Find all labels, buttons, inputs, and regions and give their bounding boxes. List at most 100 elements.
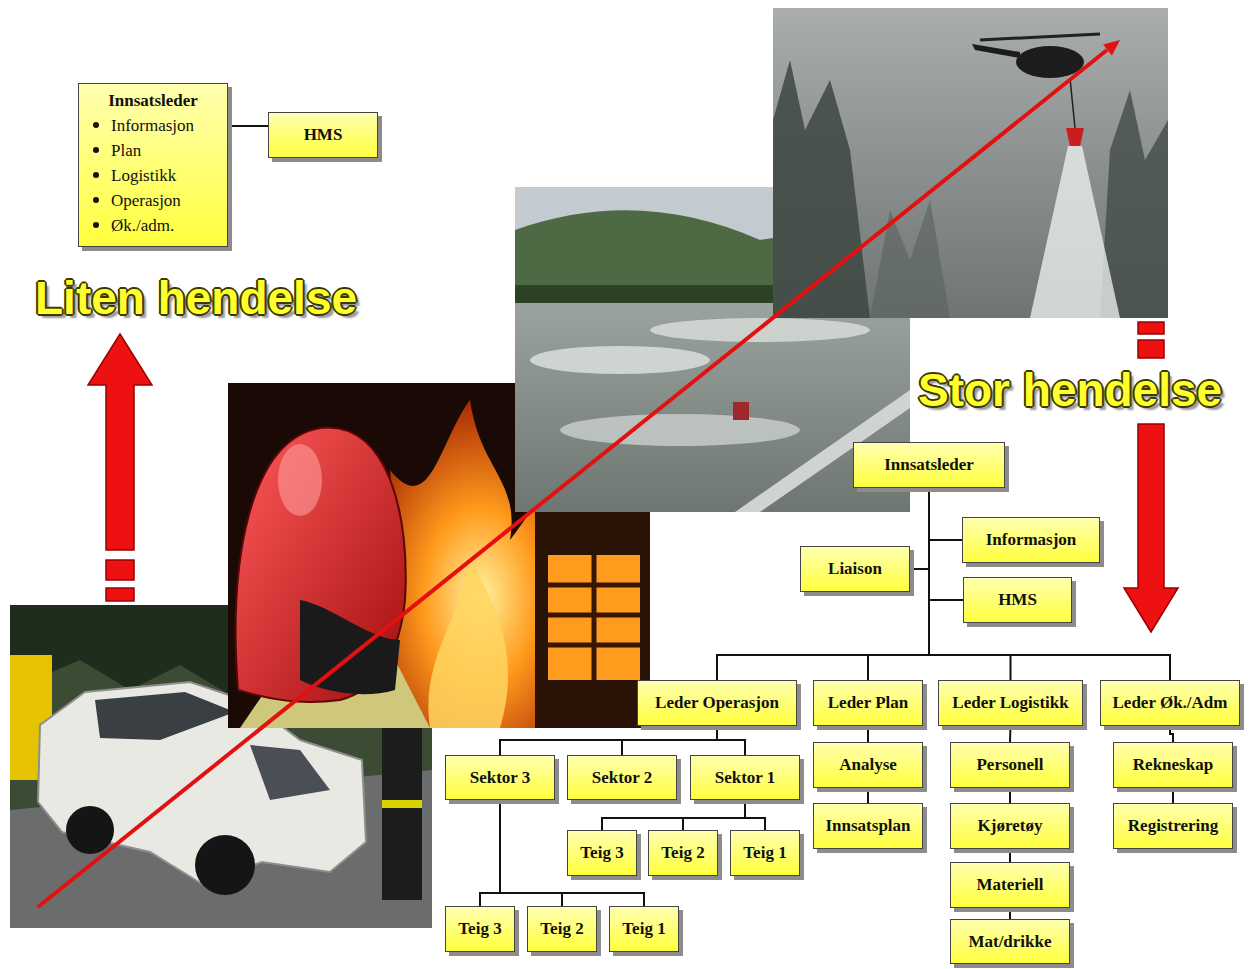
role-box: HMS: [268, 112, 378, 158]
area-box: Teig 3: [567, 830, 637, 876]
section-box: Leder Operasjon: [637, 680, 797, 726]
connector-line: [500, 800, 562, 906]
window-bar: [592, 555, 597, 680]
helmet-highlight: [278, 444, 322, 516]
escalation-arrow: [38, 40, 1120, 907]
box-label: Rekneskap: [1133, 755, 1213, 775]
helicopter-tail: [972, 44, 1020, 58]
crushed-bonnet: [250, 745, 330, 800]
area-box: Teig 2: [527, 906, 597, 952]
connector-line: [1009, 849, 1011, 862]
connector-line: [683, 800, 745, 830]
sector-box: Sektor 3: [445, 755, 555, 800]
sector-box: Sektor 2: [567, 755, 677, 800]
area-box: Teig 3: [445, 906, 515, 952]
connector-line: [500, 800, 644, 906]
box-label: Leder Øk./Adm: [1113, 693, 1228, 713]
firefighter: [382, 700, 422, 900]
connector-line: [929, 488, 963, 600]
staff-box: Informasjon: [962, 517, 1100, 563]
arrow-dash: [106, 560, 134, 580]
arrow-dash: [1138, 322, 1164, 334]
staff-box: Liaison: [800, 546, 910, 592]
helmet-visor: [300, 600, 400, 694]
area-box: Teig 1: [730, 830, 800, 876]
burning-window: [548, 555, 640, 680]
box-label: Leder Operasjon: [655, 693, 779, 713]
up-arrow: [88, 334, 152, 601]
box-label: Sektor 1: [715, 768, 776, 788]
box-label: Teig 3: [580, 843, 623, 863]
connector-line: [745, 800, 765, 830]
water-bucket: [1066, 128, 1084, 146]
fire-helmet: [236, 428, 406, 702]
wave: [530, 346, 710, 374]
car-wheel: [66, 806, 114, 854]
water-drop: [1030, 146, 1120, 318]
connector-line: [929, 488, 962, 540]
box-label: Informasjon: [986, 530, 1077, 550]
box-label: Innsatsleder: [884, 455, 974, 475]
unit-box: Mat/drikke: [950, 919, 1070, 964]
section-box: Leder Plan: [813, 680, 923, 726]
car-window: [95, 692, 235, 740]
section-box: Leder Øk./Adm: [1100, 680, 1240, 726]
unit-box: Rekneskap: [1113, 742, 1233, 788]
box-label: Mat/drikke: [968, 932, 1051, 952]
list-item: Plan: [93, 138, 141, 163]
box-heading: Innsatsleder: [108, 88, 198, 113]
unit-box: Analyse: [813, 742, 923, 788]
box-label: Teig 2: [661, 843, 704, 863]
list-item: Øk./adm.: [93, 213, 174, 238]
box-label: Teig 2: [540, 919, 583, 939]
wave: [560, 414, 800, 446]
unit-box: Personell: [950, 742, 1070, 788]
connector-line: [228, 125, 268, 127]
leader-box: Innsatsleder: [853, 442, 1005, 488]
escalation-line: [38, 50, 1107, 907]
box-label: Sektor 3: [470, 768, 531, 788]
connector-line: [929, 488, 1170, 680]
incident-scale-label: Stor hendelse: [918, 364, 1222, 416]
connector-line: [500, 726, 717, 755]
unit-box: Materiell: [950, 862, 1070, 908]
unit-box: Kjøretøy: [950, 803, 1070, 849]
connector-line: [1009, 908, 1011, 919]
arrow-dash: [106, 588, 134, 601]
section-box: Leder Logistikk: [938, 680, 1083, 726]
connector-line: [717, 726, 745, 755]
connector-line: [1172, 788, 1174, 803]
connector-line: [1170, 726, 1173, 742]
box-label: Analyse: [839, 755, 897, 775]
reflective-stripe: [382, 800, 422, 808]
box-label: Personell: [976, 755, 1043, 775]
box-label: Leder Logistikk: [952, 693, 1068, 713]
box-label: Kjøretøy: [978, 816, 1043, 836]
connector-line: [867, 726, 869, 742]
box-label: Materiell: [976, 875, 1043, 895]
box-label: Teig 3: [458, 919, 501, 939]
connector-line: [1009, 788, 1011, 803]
box-label: Liaison: [828, 559, 882, 579]
unit-box: Registrering: [1113, 803, 1233, 849]
box-label: Sektor 2: [592, 768, 653, 788]
trees: [870, 200, 950, 318]
window-bars: [548, 555, 640, 680]
list-item: Informasjon: [93, 113, 194, 138]
arrow-dash: [1138, 340, 1164, 358]
connector-line: [717, 488, 929, 680]
box-label: HMS: [304, 125, 343, 145]
staff-box: HMS: [963, 577, 1072, 623]
box-label: HMS: [998, 590, 1037, 610]
role-list-box: InnsatslederInformasjonPlanLogistikkOper…: [78, 83, 228, 247]
area-box: Teig 2: [648, 830, 718, 876]
box-label: Teig 1: [622, 919, 665, 939]
helicopter-body: [1016, 46, 1084, 78]
flooded-object: [733, 402, 749, 420]
box-label: Innsatsplan: [825, 816, 910, 836]
connector-line: [1009, 726, 1012, 742]
flood-water: [515, 303, 910, 512]
car-wheel: [195, 835, 255, 895]
sector-box: Sektor 1: [690, 755, 800, 800]
